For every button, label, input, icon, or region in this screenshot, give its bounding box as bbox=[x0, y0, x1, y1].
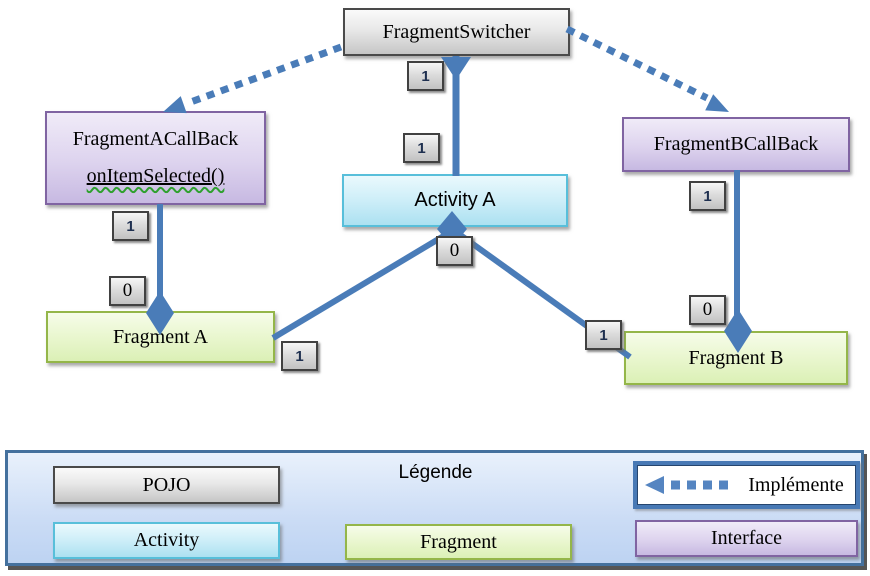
node-activity-a-label: Activity A bbox=[414, 189, 496, 211]
multiplicity-label: 1 bbox=[403, 133, 440, 163]
multiplicity-label: 1 bbox=[112, 211, 149, 241]
node-fragment-b: Fragment B bbox=[624, 331, 848, 385]
legend-item-pojo-label: POJO bbox=[142, 473, 191, 496]
multiplicity-label: 1 bbox=[689, 181, 726, 211]
multiplicity-label: 0 bbox=[109, 276, 146, 306]
implements-arrow-a bbox=[163, 43, 343, 114]
multiplicity-label: 1 bbox=[407, 61, 444, 91]
node-fragment-a-label: Fragment A bbox=[113, 325, 208, 348]
legend-item-implements-label: Implémente bbox=[748, 473, 844, 496]
uml-diagram: FragmentSwitcher FragmentACallBack onIte… bbox=[45, 8, 850, 385]
legend-item-pojo: POJO bbox=[53, 466, 280, 504]
legend-item-interface: Interface bbox=[635, 520, 858, 557]
node-fragment-a: Fragment A bbox=[46, 311, 275, 363]
multiplicity-label: 0 bbox=[436, 236, 473, 266]
node-fragment-a-callback-method: onItemSelected() bbox=[86, 165, 225, 188]
legend-title: Légende bbox=[398, 462, 473, 483]
node-fragment-b-label: Fragment B bbox=[688, 346, 784, 369]
legend-item-implements: Implémente bbox=[633, 461, 860, 509]
legend-item-interface-label: Interface bbox=[710, 527, 783, 549]
composition-diamond-switcher bbox=[441, 57, 471, 80]
legend-item-activity-label: Activity bbox=[133, 529, 200, 551]
node-fragment-switcher: FragmentSwitcher bbox=[343, 8, 570, 56]
node-fragment-a-callback: FragmentACallBack onItemSelected() bbox=[45, 111, 266, 205]
multiplicity-label: 1 bbox=[281, 341, 318, 371]
legend-item-fragment: Fragment bbox=[345, 524, 572, 560]
multiplicity-label: 1 bbox=[585, 320, 622, 350]
aggregation-lines-activity bbox=[271, 211, 632, 360]
legend-item-fragment-label: Fragment bbox=[420, 530, 497, 553]
implements-arrow-icon bbox=[645, 476, 728, 494]
multiplicity-label: 0 bbox=[689, 295, 726, 325]
legend-panel: Légende POJO Activity Fragment Interface… bbox=[5, 450, 864, 566]
node-activity-a: Activity A bbox=[342, 174, 568, 227]
node-fragment-b-callback-label: FragmentBCallBack bbox=[653, 133, 819, 155]
legend-item-activity: Activity bbox=[53, 522, 280, 559]
composition-line-bcallback-fragmentb bbox=[724, 170, 752, 353]
implements-arrow-b bbox=[565, 25, 729, 112]
node-fragment-a-callback-title: FragmentACallBack bbox=[72, 127, 239, 150]
node-fragment-switcher-label: FragmentSwitcher bbox=[382, 20, 531, 43]
composition-line-switcher-activity bbox=[441, 56, 471, 176]
node-fragment-b-callback: FragmentBCallBack bbox=[622, 117, 850, 172]
